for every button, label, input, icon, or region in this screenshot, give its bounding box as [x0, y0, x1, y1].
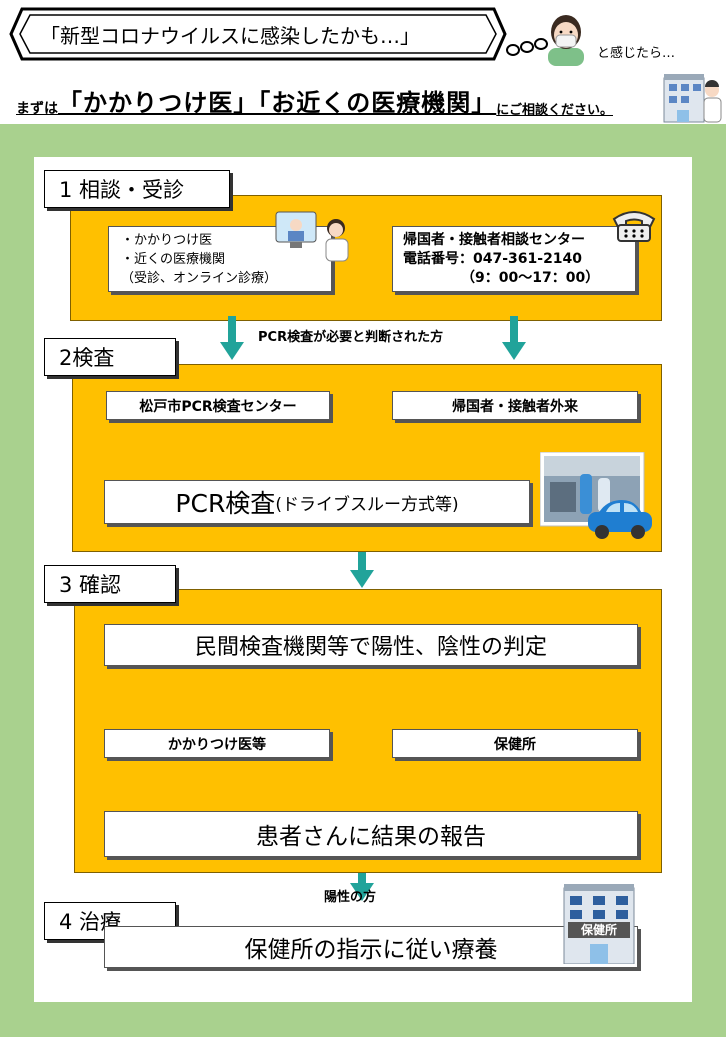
consult-line: まずは 「かかりつけ医」「お近くの医療機関」 にご相談ください。 [16, 84, 666, 118]
judge-box: 民間検査機関等で陽性、陰性の判定 [104, 624, 638, 666]
consult-pre: まずは [16, 101, 58, 117]
step1-right-box: 帰国者・接触者相談センター 電話番号：047-361-2140 （9：00～17… [392, 226, 636, 292]
consult-main: 「かかりつけ医」「お近くの医療機関」 [58, 89, 497, 117]
health-center-building-icon: 保健所 [560, 884, 638, 964]
step3-right-box: 保健所 [392, 729, 638, 758]
arrow4-label: 陽性の方 [324, 890, 377, 905]
report-box: 患者さんに結果の報告 [104, 811, 638, 857]
left-item-1: ・かかりつけ医 [121, 232, 213, 248]
headline-frame [8, 6, 508, 62]
masked-person-icon [548, 15, 584, 66]
consult-post: にご相談ください。 [496, 103, 613, 118]
step2-left-box: 松戸市PCR検査センター [106, 391, 330, 420]
pcr-box: PCR検査 (ドライブスルー方式等) [104, 480, 530, 524]
online-consultation-icon [275, 211, 349, 262]
telephone-icon [612, 211, 656, 242]
pcr-sub: (ドライブスルー方式等) [275, 494, 459, 515]
treatment-box: 保健所の指示に従い療養 [104, 926, 638, 968]
arrow1-label: PCR検査が必要と判断された方 [258, 330, 444, 345]
right-item-3: （9：00～17：00） [461, 269, 600, 286]
step2-right-box: 帰国者・接触者外来 [392, 391, 638, 420]
step1-title: 1 相談・受診 [44, 170, 230, 208]
headline-hexagon [9, 7, 507, 61]
step1-left-box: ・かかりつけ医 ・近くの医療機関 （受診、オンライン診療） [108, 226, 332, 292]
thought-bubbles-icon [506, 38, 548, 56]
drive-through-photo [540, 452, 652, 539]
health-center-sign: 保健所 [580, 923, 617, 937]
left-item-2: ・近くの医療機関 [121, 251, 226, 267]
clinic-building-icon [663, 74, 722, 123]
pcr-main: PCR検査 [175, 489, 276, 518]
right-item-2: 電話番号：047-361-2140 [403, 250, 583, 267]
step3-left-box: かかりつけ医等 [104, 729, 330, 758]
step3-title: 3 確認 [44, 565, 176, 603]
right-item-1: 帰国者・接触者相談センター [403, 231, 585, 248]
headline: 「新型コロナウイルスに感染したかも…」 [40, 23, 420, 48]
left-item-3: （受診、オンライン診療） [121, 270, 278, 286]
step2-title: 2検査 [44, 338, 176, 376]
headline-suffix: と感じたら… [597, 46, 676, 61]
